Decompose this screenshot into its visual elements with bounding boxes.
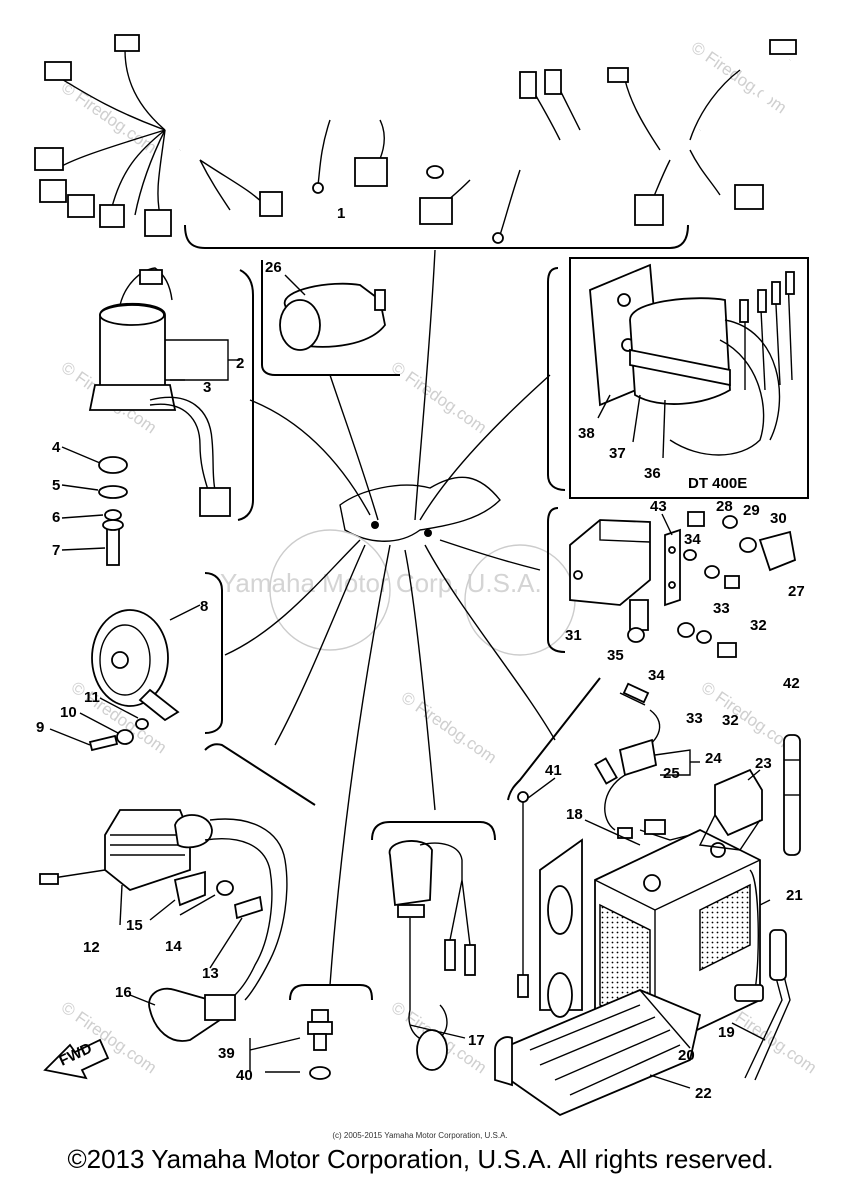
harness-connector [114, 34, 140, 52]
small-copyright: (c) 2005-2015 Yamaha Motor Corporation, … [332, 1131, 507, 1140]
horn-group [49, 572, 223, 752]
motorcycle-outline [269, 476, 576, 656]
callout-20: 20 [678, 1047, 695, 1064]
callout-1: 1 [337, 205, 345, 222]
callout-33-b: 33 [686, 710, 703, 727]
harness-connector [634, 194, 664, 226]
callout-26: 26 [265, 259, 282, 276]
callout-13: 13 [202, 965, 219, 982]
callout-labels: 1 2 3 4 5 6 7 8 9 10 11 12 13 14 15 16 1… [36, 205, 805, 1102]
model-tag: DT 400E [688, 475, 747, 492]
wire-harness [34, 34, 797, 249]
callout-15: 15 [126, 917, 143, 934]
harness-connector [519, 71, 537, 99]
callout-10: 10 [60, 704, 77, 721]
callout-38: 38 [578, 425, 595, 442]
harness-connector [419, 197, 453, 225]
footer-copyright: ©2013 Yamaha Motor Corporation, U.S.A. A… [67, 1144, 774, 1174]
ground-terminal [492, 232, 504, 244]
watermark-firedog: © Firedog.com [58, 78, 160, 158]
callout-14: 14 [165, 938, 182, 955]
neutral-switch-group [249, 984, 373, 1080]
callout-43: 43 [650, 498, 667, 515]
harness-connector [99, 204, 125, 228]
dt400e-box: DT 400E [547, 257, 809, 499]
main-switch-group [61, 267, 254, 566]
callout-11: 11 [84, 689, 100, 706]
callout-22: 22 [695, 1085, 712, 1102]
fwd-arrow-icon: FWD [43, 1038, 110, 1080]
harness-connector [426, 165, 444, 179]
harness-connector [544, 69, 562, 95]
regulator-group [547, 507, 797, 658]
callout-8: 8 [200, 598, 208, 615]
callout-30: 30 [770, 510, 787, 527]
callout-19: 19 [718, 1024, 735, 1041]
callout-39: 39 [218, 1045, 235, 1062]
ignition-coil-group [39, 743, 316, 1042]
callout-40: 40 [236, 1067, 253, 1084]
callout-23: 23 [755, 755, 772, 772]
harness-connector [607, 67, 629, 83]
callout-28: 28 [716, 498, 733, 515]
watermark-firedog: © Firedog.com [388, 358, 490, 438]
callout-17: 17 [468, 1032, 485, 1049]
harness-connector [44, 61, 72, 81]
flasher-relay [261, 260, 400, 376]
callout-32: 32 [750, 617, 767, 634]
socket-group [371, 821, 496, 1071]
callout-27: 27 [788, 583, 805, 600]
callout-6: 6 [52, 509, 60, 526]
callout-9: 9 [36, 719, 44, 736]
harness-connector [39, 179, 67, 203]
callout-16: 16 [115, 984, 132, 1001]
callout-3: 3 [203, 379, 211, 396]
callout-12: 12 [83, 939, 100, 956]
harness-connector [144, 209, 172, 237]
watermark-firedog: © Firedog.com [398, 688, 500, 768]
callout-34: 34 [684, 531, 701, 548]
callout-33: 33 [713, 600, 730, 617]
callout-24: 24 [705, 750, 722, 767]
callout-36: 36 [644, 465, 661, 482]
battery-group [494, 677, 801, 1117]
callout-25: 25 [663, 765, 680, 782]
callout-37: 37 [609, 445, 626, 462]
callout-32-b: 32 [722, 712, 739, 729]
callout-41: 41 [545, 762, 562, 779]
callout-31: 31 [565, 627, 582, 644]
callout-4: 4 [52, 439, 61, 456]
callout-18: 18 [566, 806, 583, 823]
harness-connector [354, 157, 388, 187]
callout-35: 35 [607, 647, 624, 664]
callout-5: 5 [52, 477, 60, 494]
harness-connector [67, 194, 95, 218]
callout-34-b: 34 [648, 667, 665, 684]
harness-connector [34, 147, 64, 171]
callout-2: 2 [236, 355, 244, 372]
harness-connector [769, 39, 797, 55]
harness-connector [259, 191, 283, 217]
callout-7: 7 [52, 542, 60, 559]
callout-29: 29 [743, 502, 760, 519]
ground-terminal [312, 182, 324, 194]
harness-connector [734, 184, 764, 210]
callout-42: 42 [783, 675, 800, 692]
callout-21: 21 [786, 887, 803, 904]
leader-lines [224, 249, 556, 986]
